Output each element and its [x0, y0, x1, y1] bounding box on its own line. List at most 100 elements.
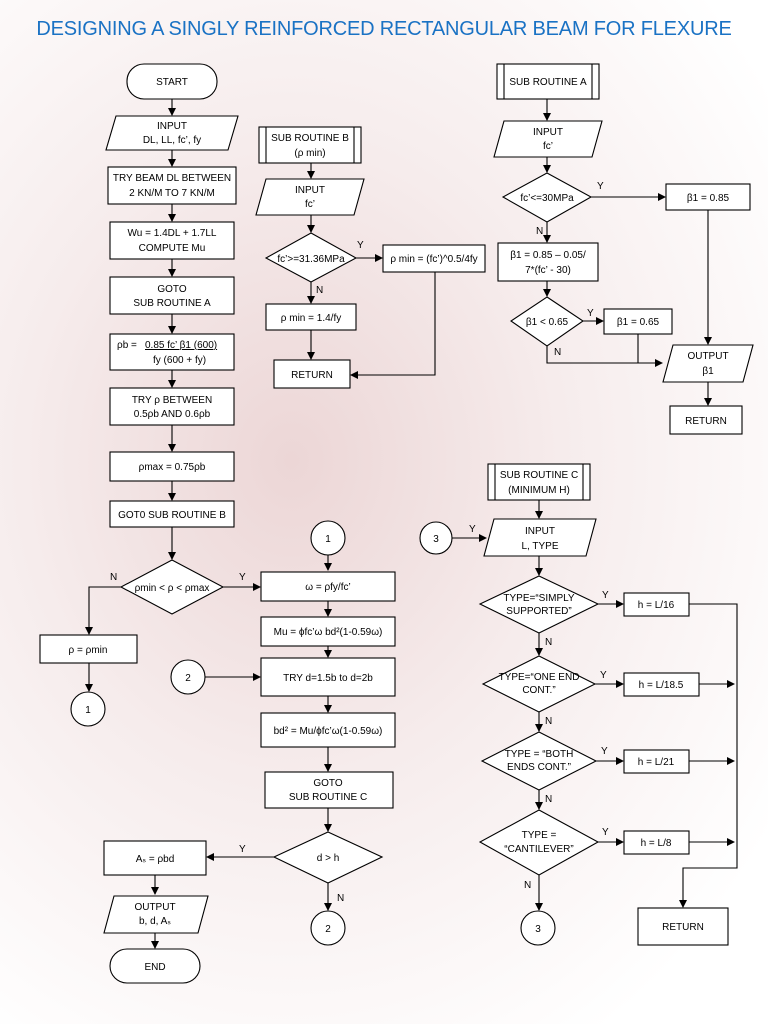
sub-b-yes-formula: ρ min = (fc’)^0.5/4fy: [390, 254, 477, 265]
sub-b-title-line2: (ρ min): [294, 148, 325, 159]
connector-3-yes: Y: [469, 524, 476, 535]
sub-routine-a: SUB ROUTINE A INPUT fc’ fc’<=30MPa Y N β…: [493, 63, 754, 435]
sub-routine-b: SUB ROUTINE B (ρ min) INPUT fc’ fc’>=31.…: [255, 126, 486, 389]
rho-eq-min-label: ρ = ρmin: [69, 645, 108, 656]
sub-c-title-line1: SUB ROUTINE C: [500, 470, 578, 481]
main-flow: START INPUT DL, LL, fc’, fy TRY BEAM DL …: [39, 63, 396, 984]
try-d-box: [260, 657, 396, 697]
sub-c-h2-label: h = L/18.5: [639, 680, 684, 691]
sub-a-beta065-label: β1 = 0.65: [617, 317, 660, 328]
connector-2-in-label: 2: [185, 673, 191, 684]
sub-c-title-line2: (MINIMUM H): [508, 485, 570, 496]
sub-c-type4-line1: TYPE =: [522, 830, 557, 841]
sub-b-yes-label: Y: [357, 240, 364, 251]
connector-2-out: [310, 910, 346, 946]
sub-b-check-decision: [264, 232, 358, 283]
omega-label: ω = ρfy/fc’: [305, 582, 350, 593]
sub-c-title-box: [487, 463, 591, 501]
bd2-label: bd² = Mu/ϕfc’ω(1-0.59ω): [274, 726, 383, 737]
sub-routine-c: SUB ROUTINE C (MINIMUM H) 3 Y INPUT L, T…: [419, 463, 729, 946]
goto-sub-b-label: GOT0 SUB ROUTINE B: [118, 510, 226, 521]
sub-c-input-line2: L, TYPE: [521, 541, 558, 552]
compute-mu-box: [109, 221, 235, 260]
sub-c-h1-label: h = L/16: [638, 600, 675, 611]
rho-max-box: [109, 451, 235, 482]
sub-a-check2-no: N: [554, 347, 561, 358]
sub-a-beta-formula-line1: β1 = 0.85 – 0.05/: [510, 250, 586, 261]
sub-c-h4-label: h = L/8: [641, 838, 672, 849]
sub-c-type4-no: N: [524, 880, 531, 891]
sub-b-return-box: [273, 359, 351, 389]
sub-a-check2-yes: Y: [587, 308, 594, 319]
connector-lines: [85, 99, 738, 949]
sub-b-return-label: RETURN: [291, 370, 333, 381]
check-d-yes-label: Y: [239, 844, 246, 855]
sub-c-input-line1: INPUT: [525, 526, 555, 537]
rho-b-denominator: fy (600 + fy): [153, 355, 206, 366]
end-terminal: [109, 948, 201, 984]
sub-a-beta065-box: [603, 308, 673, 335]
goto-sub-c-line1: GOTO: [313, 778, 342, 789]
sub-a-check1-decision: [501, 172, 593, 223]
input-load-box: [105, 115, 239, 151]
rho-b-numerator: 0.85 fc’ β1 (600): [145, 340, 217, 351]
sub-a-input-line1: INPUT: [533, 127, 563, 138]
check-rho-yes-label: Y: [239, 572, 246, 583]
rho-b-lhs: ρb =: [117, 340, 137, 351]
bd2-box: [260, 712, 396, 748]
sub-a-input-line2: fc’: [543, 141, 553, 152]
sub-b-input-box: [255, 178, 365, 216]
sub-c-h3-box: [623, 749, 690, 774]
sub-c-return-label: RETURN: [662, 922, 704, 933]
sub-a-return-box: [669, 405, 743, 435]
sub-c-type1-line2: SUPPORTED”: [506, 606, 571, 617]
sub-a-title: SUB ROUTINE A: [509, 77, 587, 88]
mu-formula-box: [260, 616, 396, 647]
sub-a-output-line1: OUTPUT: [687, 351, 728, 362]
sub-b-no-formula: ρ min = 1.4/fy: [281, 313, 341, 324]
sub-b-input-line1: INPUT: [295, 185, 325, 196]
sub-c-h2-box: [623, 672, 700, 697]
connector-2-out-label: 2: [325, 924, 331, 935]
start-terminal: [126, 63, 218, 100]
sub-c-type2-line1: TYPE=“ONE END: [499, 672, 580, 683]
check-d-label: d > h: [317, 853, 340, 864]
compute-mu-line1: Wu = 1.4DL + 1.7LL: [128, 228, 217, 239]
goto-sub-c-line2: SUB ROUTINE C: [289, 792, 367, 803]
omega-box: [260, 571, 396, 602]
sub-c-type4-decision: [478, 809, 600, 876]
sub-c-h1-box: [623, 592, 690, 617]
connector-1-out-label: 1: [85, 705, 91, 716]
sub-a-return-label: RETURN: [685, 416, 727, 427]
sub-a-check1-yes: Y: [597, 181, 604, 192]
output-box: [103, 895, 209, 934]
sub-a-output-box: [662, 344, 754, 383]
sub-a-beta-formula-box: [497, 242, 599, 282]
sub-a-beta085-label: β1 = 0.85: [687, 193, 730, 204]
sub-c-input-box: [483, 518, 597, 557]
sub-c-type2-yes: Y: [600, 670, 607, 681]
sub-a-check2-label: β1 < 0.65: [526, 317, 569, 328]
as-formula-label: Aₛ = ρbd: [136, 854, 175, 865]
input-load-line2: DL, LL, fc’, fy: [143, 135, 201, 146]
sub-a-beta085-box: [665, 183, 751, 211]
sub-c-h4-box: [623, 830, 690, 855]
sub-c-type3-yes: Y: [601, 746, 608, 757]
compute-mu-line2: COMPUTE Mu: [139, 243, 206, 254]
goto-sub-a-line1: GOTO: [157, 284, 186, 295]
end-label: END: [144, 962, 165, 973]
sub-c-type4-yes: Y: [602, 827, 609, 838]
output-line1: OUTPUT: [134, 902, 175, 913]
page-title: DESIGNING A SINGLY REINFORCED RECTANGULA…: [36, 18, 732, 40]
try-rho-box: [109, 387, 235, 426]
connector-2-in: [170, 659, 206, 695]
goto-sub-b-box: [109, 500, 235, 528]
connector-3-out: [520, 910, 556, 946]
sub-c-type1-no: N: [545, 637, 552, 648]
mu-formula-label: Mu = ϕfc’ω bd²(1-0.59ω): [274, 627, 383, 638]
sub-c-type2-decision: [481, 655, 597, 713]
connector-3-in-label: 3: [433, 534, 439, 545]
sub-b-yes-formula-box: [382, 244, 486, 273]
